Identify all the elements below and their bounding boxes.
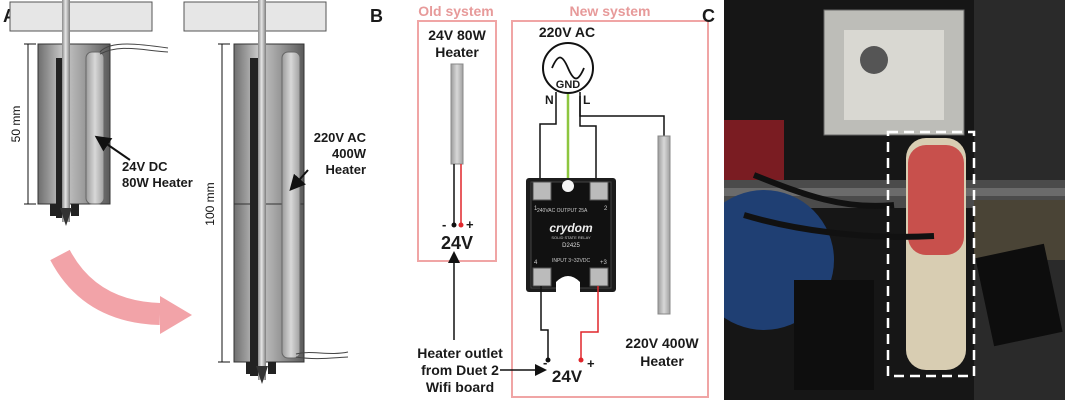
relay-t4: 4 bbox=[534, 260, 538, 266]
new-heater-block-illustration bbox=[183, 0, 349, 384]
dim-100mm: 100 mm bbox=[203, 43, 230, 363]
relay-output: 240VAC OUTPUT 25A bbox=[537, 208, 588, 214]
new-system-title: New system bbox=[570, 3, 651, 19]
panel-c-letter: C bbox=[702, 6, 715, 26]
ac-label: 220V AC bbox=[539, 24, 595, 40]
new-plus: + bbox=[587, 356, 595, 371]
relay-model: D2425 bbox=[562, 243, 580, 249]
old-heater-rod bbox=[450, 63, 464, 165]
l-label: L bbox=[583, 93, 590, 107]
transition-arrow bbox=[50, 249, 161, 325]
old-plus: + bbox=[466, 217, 474, 232]
new-heater-label-l1: 220V AC bbox=[314, 130, 367, 145]
outlet-label-l2: from Duet 2 bbox=[421, 362, 499, 378]
old-heater-title-l2: Heater bbox=[435, 44, 479, 60]
relay-input: INPUT 3~32VDC bbox=[552, 258, 591, 264]
new-voltage: 24V bbox=[552, 367, 583, 386]
n-label: N bbox=[545, 93, 554, 107]
new-heater-label-l2: 400W bbox=[332, 146, 367, 161]
relay-brand: crydom bbox=[549, 221, 593, 235]
printer-photo-illustration bbox=[724, 0, 1065, 400]
outlet-label-l1: Heater outlet bbox=[417, 345, 503, 361]
panel-a: A 50 mm 24V DC 80W Heater bbox=[3, 0, 367, 384]
relay-sub: SOLID STATE RELAY bbox=[551, 235, 591, 240]
old-heater-block-illustration bbox=[9, 0, 169, 226]
old-voltage: 24V bbox=[441, 233, 473, 253]
old-heater-label-l1: 24V DC bbox=[122, 159, 168, 174]
relay-t1: 1 bbox=[534, 206, 538, 212]
old-heater-title-l1: 24V 80W bbox=[428, 27, 486, 43]
gnd-label: GND bbox=[556, 79, 581, 91]
dim-50mm: 50 mm bbox=[9, 43, 36, 205]
relay-t2: 2 bbox=[604, 206, 608, 212]
outlet-label-l3: Wifi board bbox=[426, 379, 494, 395]
old-heater-label-l2: 80W Heater bbox=[122, 175, 193, 190]
new-minus: - bbox=[543, 355, 547, 370]
dim-100mm-label: 100 mm bbox=[203, 182, 217, 225]
dim-50mm-label: 50 mm bbox=[9, 106, 23, 143]
panel-b-letter: B bbox=[370, 6, 383, 26]
old-minus: - bbox=[442, 217, 446, 232]
panel-b: B Old system New system 24V 80W Heater -… bbox=[370, 3, 709, 398]
heater-highlight-box bbox=[886, 130, 976, 378]
solid-state-relay: 240VAC OUTPUT 25A 1 2 crydom SOLID STATE… bbox=[526, 178, 616, 292]
new-system-box bbox=[511, 20, 709, 398]
relay-t3: +3 bbox=[600, 260, 608, 266]
old-system-title: Old system bbox=[418, 3, 493, 19]
new-heater-title-l2: Heater bbox=[640, 353, 684, 369]
new-heater-label-l3: Heater bbox=[326, 162, 366, 177]
panel-c-photo bbox=[724, 0, 1065, 400]
new-heater-title-l1: 220V 400W bbox=[625, 335, 699, 351]
new-heater-rod bbox=[657, 135, 671, 315]
